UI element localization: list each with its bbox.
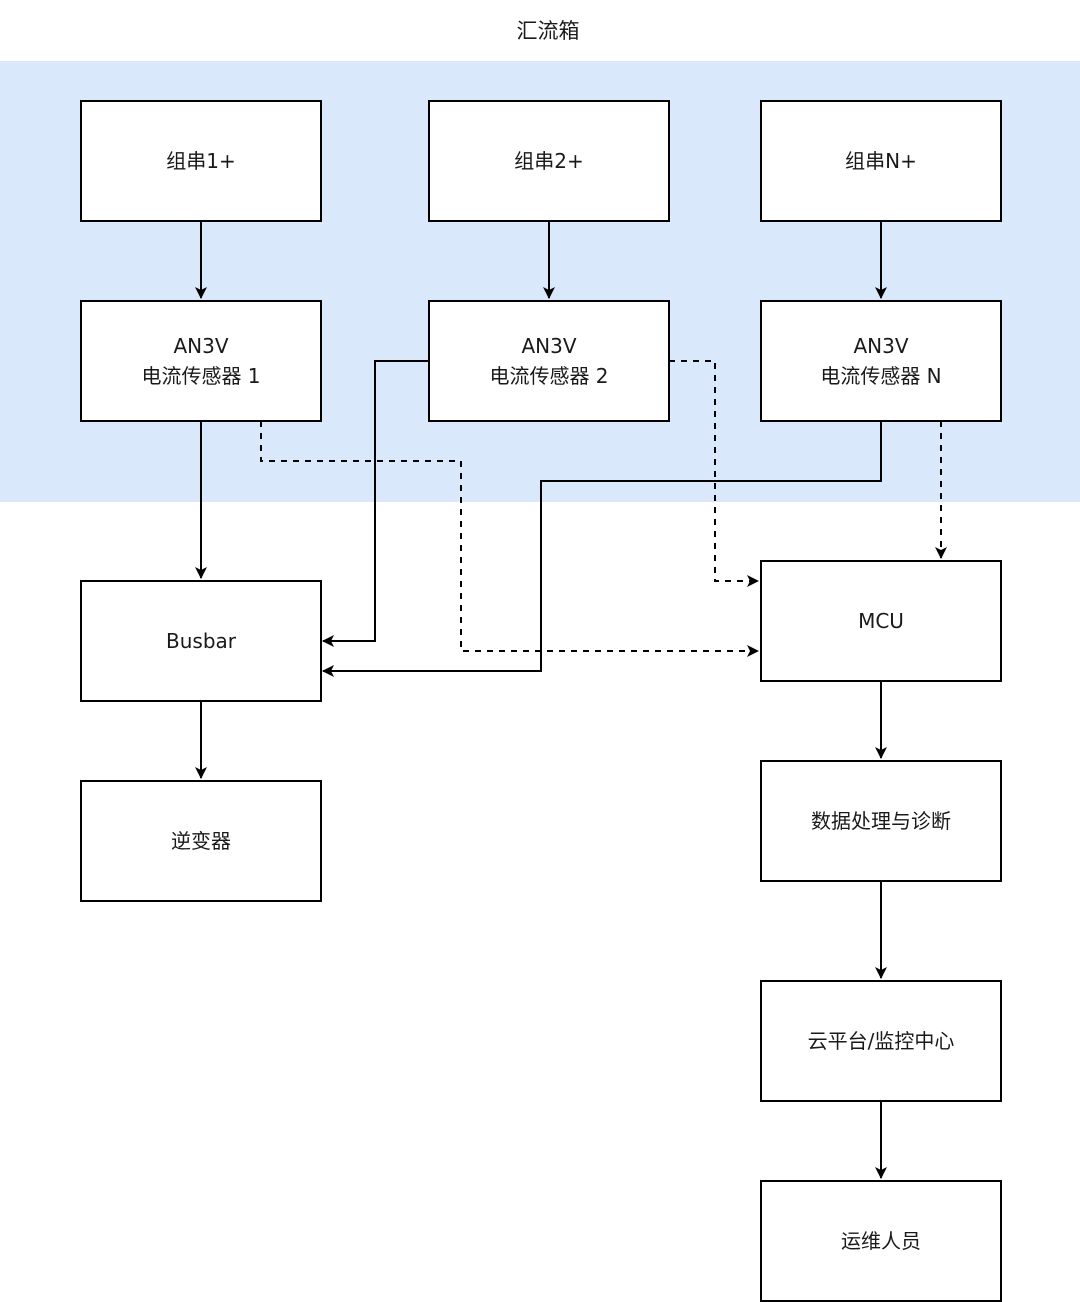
node-label: 组串N+: [845, 149, 917, 173]
node-box: [428, 300, 670, 422]
edge-sensor2-busbar: [322, 360, 429, 647]
node-box: [428, 100, 670, 222]
node-box: [760, 100, 1002, 222]
node-label: AN3V: [521, 334, 576, 358]
node-label: 电流传感器 N: [820, 364, 941, 388]
node-label: 数据处理与诊断: [811, 809, 951, 833]
node-box: [80, 580, 322, 702]
node-box: [80, 300, 322, 422]
node-box: [760, 760, 1002, 882]
node-label: 逆变器: [171, 829, 231, 853]
edge-sensor2-mcu-dashed: [669, 360, 759, 587]
node-processing: 数据处理与诊断: [760, 760, 1002, 882]
node-string2: 组串2+: [428, 100, 670, 222]
node-label: MCU: [858, 609, 904, 633]
node-label: Busbar: [166, 629, 237, 653]
node-label: AN3V: [173, 334, 228, 358]
node-cloud: 云平台/监控中心: [760, 980, 1002, 1102]
node-box: [80, 100, 322, 222]
node-box: [760, 980, 1002, 1102]
node-box: [80, 780, 322, 902]
node-stringN: 组串N+: [760, 100, 1002, 222]
edge-sensorN-busbar: [322, 421, 882, 677]
node-label: 电流传感器 2: [489, 364, 608, 388]
node-box: [760, 1180, 1002, 1302]
node-box: [760, 300, 1002, 422]
node-sensorN: AN3V 电流传感器 N: [760, 300, 1002, 422]
node-label: AN3V: [853, 334, 908, 358]
node-label: 组串1+: [166, 149, 235, 173]
node-sensor2: AN3V 电流传感器 2: [428, 300, 670, 422]
node-staff: 运维人员: [760, 1180, 1002, 1302]
node-string1: 组串1+: [80, 100, 322, 222]
node-box: [760, 560, 1002, 682]
node-sensor1: AN3V 电流传感器 1: [80, 300, 322, 422]
node-label: 电流传感器 1: [141, 364, 260, 388]
node-label: 云平台/监控中心: [808, 1029, 955, 1053]
edge-sensor1-mcu-dashed: [260, 421, 759, 657]
node-mcu: MCU: [760, 560, 1002, 682]
node-busbar: Busbar: [80, 580, 322, 702]
node-label: 组串2+: [514, 149, 583, 173]
node-label: 运维人员: [841, 1229, 921, 1253]
node-inverter: 逆变器: [80, 780, 322, 902]
combiner-box-title: 汇流箱: [517, 19, 580, 43]
